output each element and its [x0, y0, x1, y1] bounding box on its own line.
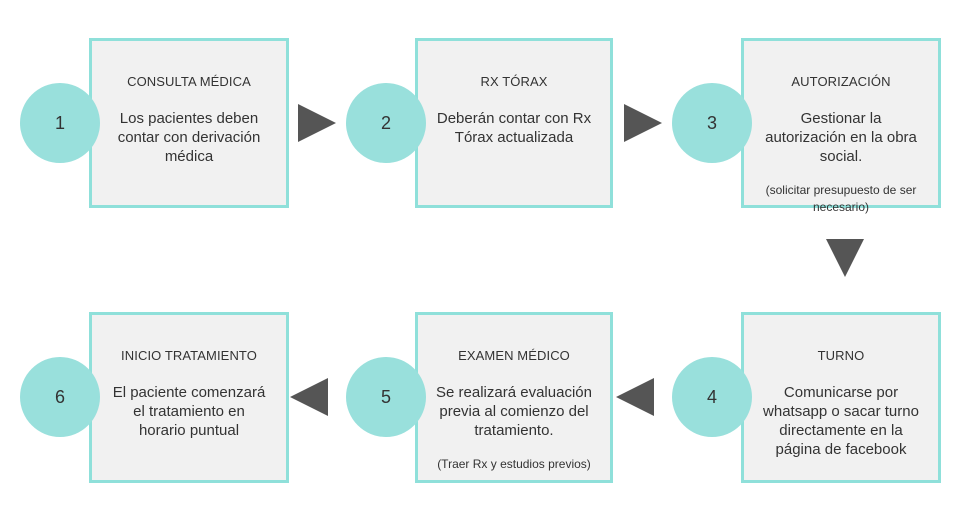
step-1-description: Los pacientes deben contar con derivació… — [117, 110, 261, 165]
arrow-right-1-2 — [298, 104, 336, 142]
step-5-box: EXAMEN MÉDICO Se realizará evaluación pr… — [415, 312, 613, 483]
step-5-circle: 5 — [346, 357, 426, 437]
step-4-circle: 4 — [672, 357, 752, 437]
step-6-circle: 6 — [20, 357, 100, 437]
step-4-title: TURNO — [817, 348, 865, 363]
step-4-description: Comunicarse por whatsapp o sacar turno d… — [763, 384, 919, 458]
step-5-description: Se realizará evaluación previa al comien… — [436, 384, 592, 439]
step-3-description: Gestionar la autorización en la obra soc… — [765, 110, 917, 165]
step-6-title: INICIO TRATAMIENTO — [121, 348, 257, 363]
step-5-title: EXAMEN MÉDICO — [458, 348, 570, 363]
step-3-title: AUTORIZACIÓN — [791, 74, 891, 89]
step-3-note: (solicitar presupuesto de ser necesario) — [765, 183, 917, 214]
arrow-down-3-4 — [826, 239, 864, 277]
step-2-box: RX TÓRAX Deberán contar con Rx Tórax act… — [415, 38, 613, 208]
step-2-description: Deberán contar con Rx Tórax actualizada — [436, 110, 592, 146]
step-3-circle: 3 — [672, 83, 752, 163]
step-1-circle: 1 — [20, 83, 100, 163]
step-2-circle: 2 — [346, 83, 426, 163]
arrow-left-4-5 — [616, 378, 654, 416]
step-5-note: (Traer Rx y estudios previos) — [437, 457, 591, 471]
step-2-title: RX TÓRAX — [480, 74, 548, 89]
step-6-description: El paciente comenzará el tratamiento en … — [112, 384, 266, 439]
step-1-title: CONSULTA MÉDICA — [127, 74, 251, 89]
arrow-right-2-3 — [624, 104, 662, 142]
arrow-left-5-6 — [290, 378, 328, 416]
step-6-box: INICIO TRATAMIENTO El paciente comenzará… — [89, 312, 289, 483]
step-4-box: TURNO Comunicarse por whatsapp o sacar t… — [741, 312, 941, 483]
step-3-box: AUTORIZACIÓN Gestionar la autorización e… — [741, 38, 941, 214]
step-1-box: CONSULTA MÉDICA Los pacientes deben cont… — [89, 38, 289, 208]
